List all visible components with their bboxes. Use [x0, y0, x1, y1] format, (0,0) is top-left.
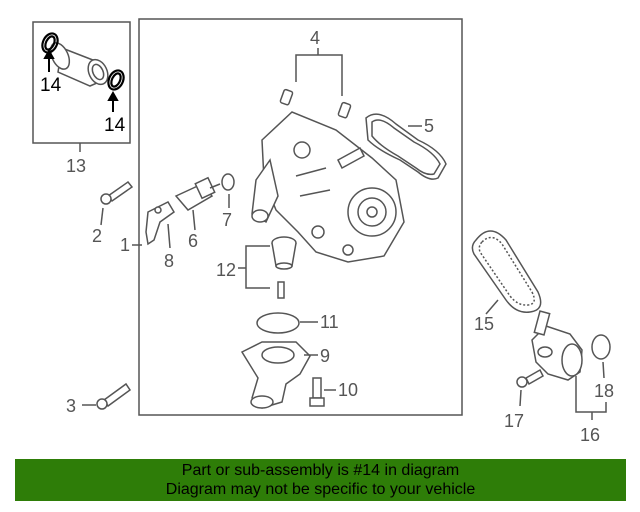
sensor-bracket-8 — [145, 201, 175, 246]
coolant-flange-16 — [531, 310, 583, 381]
inset-box-13 — [32, 21, 131, 144]
callout-10: 10 — [338, 380, 358, 400]
o-ring-11 — [256, 312, 300, 334]
callout-12: 12 — [216, 260, 236, 280]
main-assembly-box — [138, 18, 463, 416]
callout-5: 5 — [424, 116, 434, 136]
leader-15 — [485, 299, 499, 315]
leader-6 — [192, 209, 196, 231]
callout-8: 8 — [164, 251, 174, 271]
gasket-5 — [365, 113, 447, 180]
callout-18: 18 — [594, 381, 614, 401]
o-ring-14-lower — [107, 69, 125, 91]
leader-12 — [238, 245, 270, 289]
callout-11: 11 — [320, 312, 339, 332]
leader-4 — [295, 48, 343, 96]
o-ring-14-upper — [41, 32, 59, 54]
banner-line-1: Part or sub-assembly is #14 in diagram — [181, 462, 460, 479]
bolt-17 — [516, 368, 544, 388]
leader-8 — [167, 223, 171, 249]
outlet-housing-9 — [240, 341, 311, 409]
pins-4 — [279, 88, 352, 119]
callout-14b: 14 — [104, 115, 126, 136]
callout-1: 1 — [120, 235, 130, 255]
callout-3: 3 — [66, 396, 76, 416]
seal-18 — [591, 334, 611, 360]
callout-13: 13 — [66, 156, 86, 176]
leader-16 — [575, 376, 607, 420]
callout-2: 2 — [92, 226, 102, 246]
leader-17 — [519, 389, 522, 407]
callout-14a: 14 — [40, 75, 62, 96]
parts-diagram: 14 14 13 2 1 8 6 7 4 5 — [32, 18, 614, 445]
callout-7: 7 — [222, 210, 232, 230]
callout-15: 15 — [474, 314, 494, 334]
water-pump-housing — [251, 111, 405, 263]
temperature-sensor-6 — [174, 176, 221, 211]
thermostat-12 — [271, 236, 297, 299]
callout-16: 16 — [580, 425, 600, 445]
callout-17: 17 — [504, 411, 524, 431]
bolt-2 — [100, 180, 134, 205]
leader-18 — [602, 361, 605, 379]
callout-4: 4 — [310, 28, 320, 48]
info-banner: Part or sub-assembly is #14 in diagram D… — [15, 459, 626, 501]
drive-belt-15 — [471, 230, 542, 313]
bolt-3 — [96, 382, 132, 410]
leader-2 — [100, 207, 104, 226]
bolt-10 — [309, 377, 325, 407]
seal-7 — [221, 173, 235, 191]
leader-14 — [43, 48, 119, 112]
callout-6: 6 — [188, 231, 198, 251]
banner-line-2: Diagram may not be specific to your vehi… — [165, 481, 476, 498]
callout-9: 9 — [320, 346, 330, 366]
